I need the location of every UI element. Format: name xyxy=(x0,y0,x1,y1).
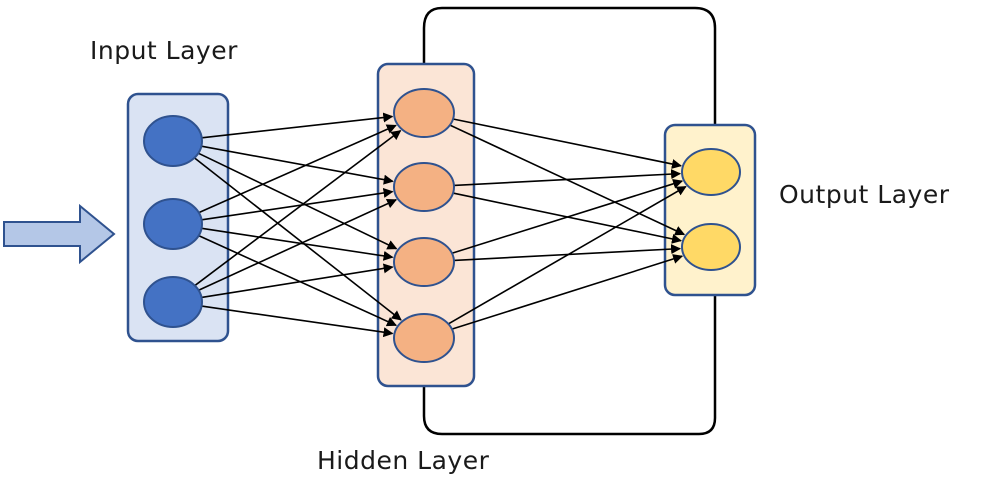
edge-input-3-to-hidden-2 xyxy=(198,198,398,291)
output-node-2 xyxy=(681,223,741,271)
feedback-path-bottom xyxy=(416,295,717,436)
output-node-1 xyxy=(681,148,741,196)
edge-input-1-to-hidden-3 xyxy=(197,152,398,250)
edge-input-2-to-hidden-1 xyxy=(198,124,397,214)
recurrent-feedback-loop xyxy=(416,6,717,436)
edge-input-3-to-hidden-3 xyxy=(201,263,394,299)
edge-input-1-to-hidden-1 xyxy=(201,112,394,139)
hidden-node-4 xyxy=(393,313,455,363)
edge-input-1-to-hidden-2 xyxy=(201,145,394,185)
edge-input-2-to-hidden-3 xyxy=(201,227,394,261)
output-layer-label: Output Layer xyxy=(779,180,950,209)
input-layer-label: Input Layer xyxy=(90,36,238,65)
connection-edges xyxy=(193,112,687,338)
hidden-node-2 xyxy=(393,162,455,212)
edge-input-2-to-hidden-2 xyxy=(201,188,394,221)
input-node-3 xyxy=(143,276,203,328)
input-node-2 xyxy=(143,198,203,250)
edge-input-1-to-hidden-4 xyxy=(193,157,402,321)
edge-hidden-2-to-output-1 xyxy=(453,169,682,187)
edge-hidden-4-to-output-1 xyxy=(447,185,687,325)
feedback-path-top xyxy=(416,6,717,125)
edge-input-3-to-hidden-4 xyxy=(201,305,394,338)
input-node-1 xyxy=(143,115,203,167)
edge-input-3-to-hidden-1 xyxy=(194,130,402,287)
edge-hidden-1-to-output-1 xyxy=(452,118,682,169)
network-nodes xyxy=(143,88,741,363)
edge-hidden-3-to-output-1 xyxy=(451,178,684,255)
edge-hidden-4-to-output-2 xyxy=(451,254,684,330)
edge-input-2-to-hidden-4 xyxy=(198,234,397,327)
hidden-layer-label: Hidden Layer xyxy=(317,446,490,475)
input-arrow-icon xyxy=(3,203,116,265)
hidden-layer-box xyxy=(376,62,476,388)
hidden-node-1 xyxy=(393,88,455,138)
hidden-node-3 xyxy=(393,237,455,287)
